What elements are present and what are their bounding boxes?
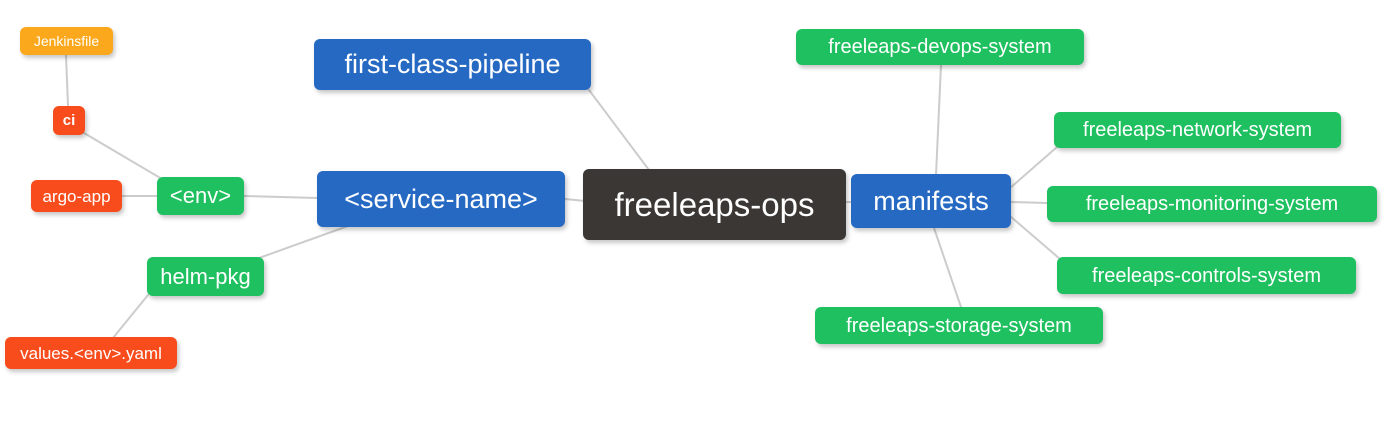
node-freeleaps-network-system[interactable]: freeleaps-network-system — [1054, 112, 1341, 148]
edge-manifests-controls — [1009, 215, 1061, 260]
node-ci[interactable]: ci — [53, 106, 85, 135]
node-helm-pkg[interactable]: helm-pkg — [147, 257, 264, 296]
node-argo-app[interactable]: argo-app — [31, 180, 122, 212]
node-freeleaps-controls-system[interactable]: freeleaps-controls-system — [1057, 257, 1356, 294]
edge-ci-env — [83, 132, 163, 180]
edge-manifests-monitoring — [1009, 201, 1048, 204]
edge-manifests-network — [1009, 146, 1058, 189]
edge-service-name-freeleaps-ops — [564, 198, 586, 202]
edge-jenkinsfile-ci — [65, 54, 69, 107]
edge-manifests-devops — [935, 64, 942, 176]
edge-values-helm-pkg — [112, 294, 149, 339]
node-values-env-yaml[interactable]: values.<env>.yaml — [5, 337, 177, 369]
edge-env-service-name — [243, 195, 318, 199]
node-first-class-pipeline[interactable]: first-class-pipeline — [314, 39, 591, 90]
node-jenkinsfile[interactable]: Jenkinsfile — [20, 27, 113, 55]
node-freeleaps-storage-system[interactable]: freeleaps-storage-system — [815, 307, 1103, 344]
edge-helm-pkg-service-name — [258, 225, 349, 259]
node-service-name[interactable]: <service-name> — [317, 171, 565, 227]
node-manifests[interactable]: manifests — [851, 174, 1011, 228]
node-freeleaps-ops-root[interactable]: freeleaps-ops — [583, 169, 846, 240]
node-freeleaps-monitoring-system[interactable]: freeleaps-monitoring-system — [1047, 186, 1377, 222]
node-freeleaps-devops-system[interactable]: freeleaps-devops-system — [796, 29, 1084, 65]
edge-manifests-storage — [933, 227, 962, 308]
node-env[interactable]: <env> — [157, 177, 244, 215]
edge-pipeline-freeleaps-ops — [588, 89, 650, 171]
